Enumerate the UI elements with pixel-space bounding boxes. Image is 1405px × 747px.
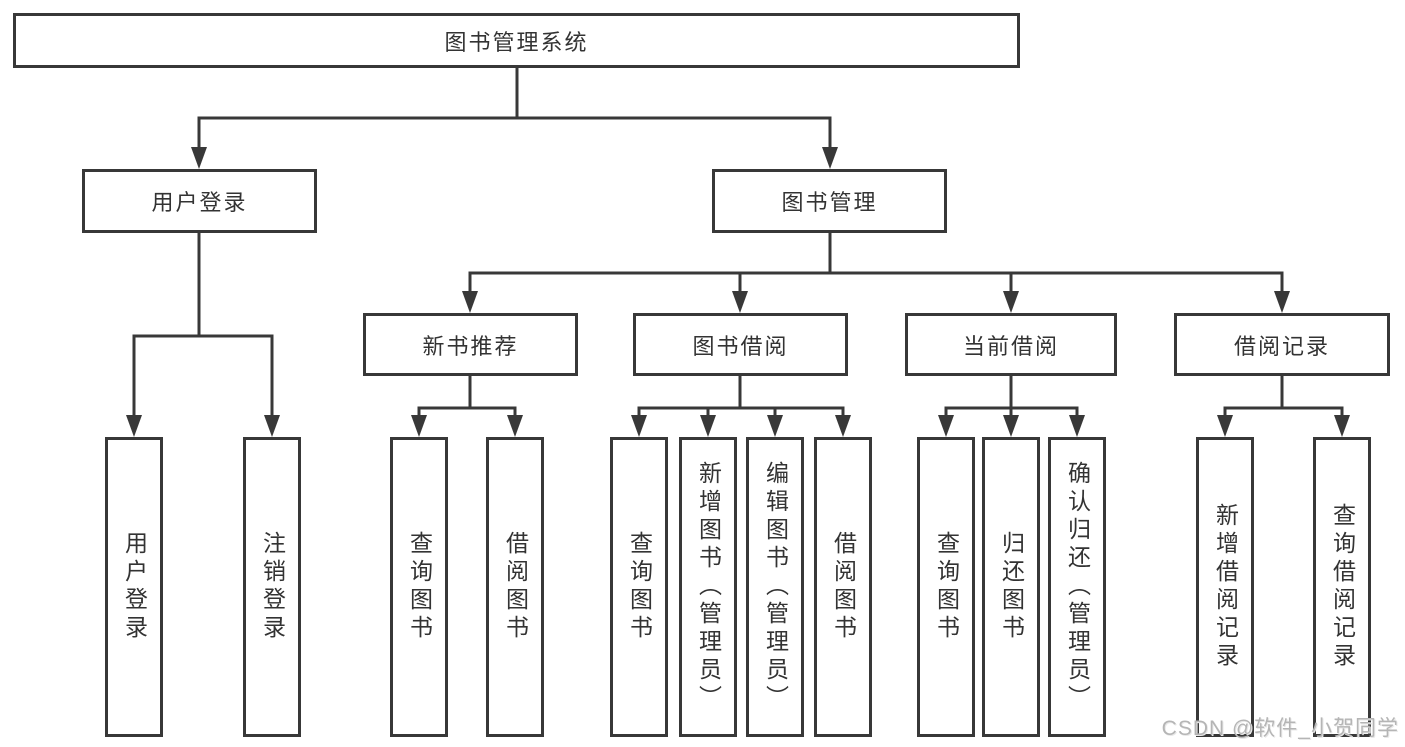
leaf-add-books-admin: 新增图书（管理员） xyxy=(679,437,737,737)
node-user-login: 用户登录 xyxy=(82,169,317,233)
arrowhead xyxy=(1334,415,1350,437)
leaf-confirm-return-admin: 确认归还（管理员） xyxy=(1048,437,1106,737)
leaf-edit-books-admin: 编辑图书（管理员） xyxy=(746,437,804,737)
connector-user-login-group xyxy=(132,231,274,420)
arrowhead xyxy=(507,415,523,437)
arrowhead xyxy=(1217,415,1233,437)
arrowhead xyxy=(835,415,851,437)
arrowhead xyxy=(191,147,207,169)
connector-new-book-group xyxy=(417,374,517,420)
node-borrow-records: 借阅记录 xyxy=(1174,313,1390,376)
csdn-watermark: CSDN @软件_小贺同学 xyxy=(1161,717,1399,740)
connector-current-borrow-group xyxy=(944,374,1079,420)
arrowhead xyxy=(767,415,783,437)
leaf-query-books-3: 查询图书 xyxy=(917,437,975,737)
arrowhead xyxy=(462,291,478,313)
leaf-add-borrow-record: 新增借阅记录 xyxy=(1196,437,1254,737)
node-book-borrow: 图书借阅 xyxy=(633,313,848,376)
node-current-borrow: 当前借阅 xyxy=(905,313,1117,376)
arrowhead xyxy=(822,147,838,169)
arrowhead xyxy=(126,415,142,437)
leaf-borrow-books-1: 借阅图书 xyxy=(486,437,544,737)
arrowhead xyxy=(732,291,748,313)
connector-book-mgmt-to-level3 xyxy=(468,231,1284,297)
leaf-query-books-1: 查询图书 xyxy=(390,437,448,737)
arrowhead xyxy=(938,415,954,437)
connector-book-borrow-group xyxy=(637,374,845,420)
leaf-return-books: 归还图书 xyxy=(982,437,1040,737)
arrowhead xyxy=(1003,415,1019,437)
arrowhead xyxy=(264,415,280,437)
leaf-logout: 注销登录 xyxy=(243,437,301,737)
arrowhead xyxy=(1069,415,1085,437)
arrowhead xyxy=(631,415,647,437)
leaf-query-borrow-record: 查询借阅记录 xyxy=(1313,437,1371,737)
leaf-borrow-books-2: 借阅图书 xyxy=(814,437,872,737)
connector-root-to-level2 xyxy=(197,65,832,152)
node-library-system: 图书管理系统 xyxy=(13,13,1020,68)
node-new-book-recommend: 新书推荐 xyxy=(363,313,578,376)
leaf-user-login: 用户登录 xyxy=(105,437,163,737)
node-book-management: 图书管理 xyxy=(712,169,947,233)
leaf-query-books-2: 查询图书 xyxy=(610,437,668,737)
connector-borrow-records-group xyxy=(1223,374,1344,420)
arrowhead xyxy=(1274,291,1290,313)
arrowhead xyxy=(1003,291,1019,313)
arrowhead xyxy=(700,415,716,437)
arrowhead xyxy=(411,415,427,437)
